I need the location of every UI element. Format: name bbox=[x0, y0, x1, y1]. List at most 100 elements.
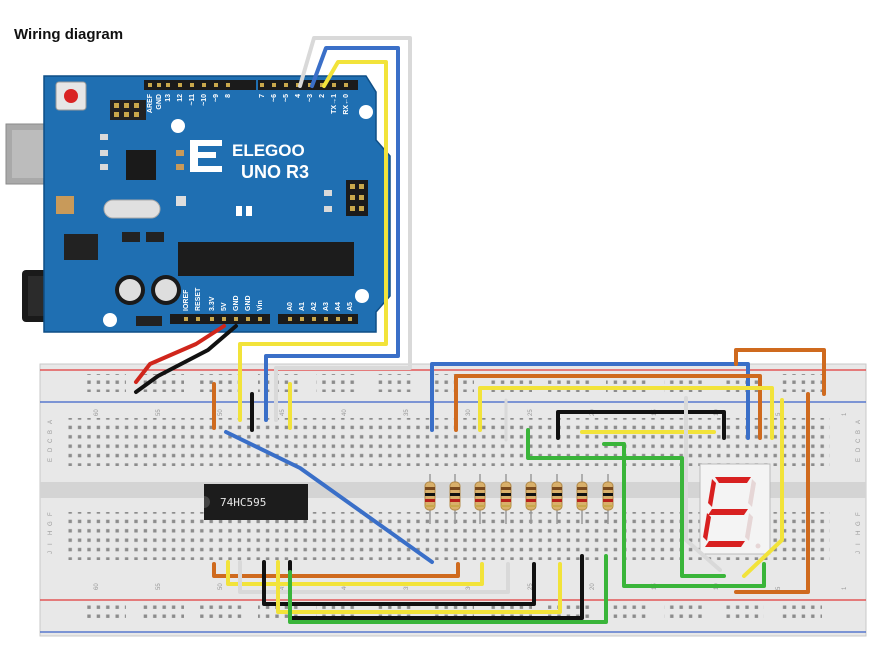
reset-button-cap[interactable] bbox=[64, 89, 78, 103]
wire-green-bottom bbox=[288, 554, 608, 624]
row-letter: F bbox=[48, 512, 54, 516]
mount-hole bbox=[359, 105, 373, 119]
header-pin bbox=[196, 317, 200, 321]
header-pin bbox=[184, 317, 188, 321]
header-pin bbox=[344, 83, 348, 87]
row-letter: F bbox=[856, 512, 862, 516]
header-pin bbox=[260, 83, 264, 87]
column-number: 1 bbox=[842, 412, 848, 416]
row-letter: H bbox=[856, 531, 862, 535]
column-number: 45 bbox=[280, 583, 286, 590]
seven-segment-display bbox=[699, 463, 771, 555]
digital-pin-label: ~6 bbox=[271, 94, 278, 102]
power-pin-label: 5V bbox=[221, 302, 228, 311]
analog-pin-label: A5 bbox=[347, 302, 354, 311]
digital-pin-label: ~3 bbox=[307, 94, 314, 102]
analog-pin-label: A1 bbox=[299, 302, 306, 311]
digital-pin-label: ~11 bbox=[189, 94, 196, 106]
segment-c bbox=[745, 513, 753, 541]
row-letter: A bbox=[856, 420, 862, 424]
resistor bbox=[576, 474, 588, 524]
column-number: 30 bbox=[466, 409, 472, 416]
row-letter: I bbox=[48, 543, 54, 545]
analog-header bbox=[278, 314, 358, 324]
voltage-regulator bbox=[64, 234, 98, 260]
column-number: 35 bbox=[404, 409, 410, 416]
digital-header-left bbox=[144, 80, 256, 90]
digital-pin-label: 12 bbox=[177, 94, 184, 102]
digital-pin-label: RX←0 bbox=[343, 94, 350, 115]
wire-orange-bottom bbox=[212, 562, 460, 578]
analog-pin-label: A3 bbox=[323, 302, 330, 311]
wire-blue-diag bbox=[224, 430, 434, 564]
column-number: 25 bbox=[528, 583, 534, 590]
digital-pin-label: GND bbox=[156, 94, 163, 110]
header-pin bbox=[210, 317, 214, 321]
row-letter: C bbox=[856, 438, 862, 443]
row-letter: J bbox=[48, 551, 54, 554]
diagram-title: Wiring diagram bbox=[14, 26, 124, 43]
digital-pin-label: 8 bbox=[225, 94, 232, 98]
header-pin bbox=[320, 83, 324, 87]
resistor bbox=[551, 474, 563, 524]
column-number: 35 bbox=[404, 583, 410, 590]
row-letter: E bbox=[48, 458, 54, 462]
header-pin bbox=[178, 83, 182, 87]
header-pin bbox=[324, 317, 328, 321]
column-number: 55 bbox=[156, 583, 162, 590]
header-pin bbox=[222, 317, 226, 321]
resistor bbox=[602, 474, 614, 524]
column-number: 55 bbox=[156, 409, 162, 416]
wire-green-mid bbox=[602, 442, 766, 588]
header-pin bbox=[272, 83, 276, 87]
digital-pin-label: ~10 bbox=[201, 94, 208, 106]
header-pin bbox=[148, 83, 152, 87]
header-pin bbox=[300, 317, 304, 321]
header-pin bbox=[284, 83, 288, 87]
header-pin bbox=[234, 317, 238, 321]
wire-orange-top bbox=[454, 374, 762, 440]
usb-chip bbox=[126, 150, 156, 180]
digital-pin-label: ~9 bbox=[213, 94, 220, 102]
header-pin bbox=[348, 317, 352, 321]
resistor bbox=[449, 474, 461, 524]
power-pin-label: 3.3V bbox=[209, 296, 216, 311]
mount-hole bbox=[171, 119, 185, 133]
elegoo-logo bbox=[190, 140, 222, 172]
header-pin bbox=[332, 83, 336, 87]
column-number: 30 bbox=[466, 583, 472, 590]
column-number: 40 bbox=[342, 583, 348, 590]
resistor bbox=[474, 474, 486, 524]
digital-pin-label: 4 bbox=[295, 94, 302, 98]
header-pin bbox=[336, 317, 340, 321]
power-pin-label: RESET bbox=[195, 287, 202, 311]
power-pin-label: GND bbox=[245, 295, 252, 311]
wire-blue-top bbox=[430, 362, 750, 440]
power-pin-label: Vin bbox=[257, 300, 264, 311]
column-number: 60 bbox=[94, 409, 100, 416]
header-pin bbox=[157, 83, 161, 87]
segment-dp bbox=[755, 543, 761, 549]
mount-hole bbox=[355, 289, 369, 303]
header-pin bbox=[296, 83, 300, 87]
wire-orange-rail bbox=[734, 348, 826, 396]
header-pin bbox=[214, 83, 218, 87]
column-number: 40 bbox=[342, 409, 348, 416]
model-text: UNO R3 bbox=[241, 162, 309, 182]
digital-pin-label: AREF bbox=[147, 93, 154, 113]
wire-blue-clock bbox=[264, 46, 400, 422]
resistor bbox=[525, 474, 537, 524]
header-pin bbox=[190, 83, 194, 87]
atmega-chip bbox=[178, 242, 354, 276]
wire-white-data bbox=[274, 36, 412, 422]
row-letter: I bbox=[856, 543, 862, 545]
row-letter: E bbox=[856, 458, 862, 462]
wire-orange-right bbox=[734, 392, 810, 594]
segment-d bbox=[705, 541, 745, 547]
digital-pin-label: TX→1 bbox=[331, 94, 338, 114]
analog-pin-label: A2 bbox=[311, 302, 318, 311]
wire-yellow-disp bbox=[742, 398, 784, 578]
header-pin bbox=[226, 83, 230, 87]
